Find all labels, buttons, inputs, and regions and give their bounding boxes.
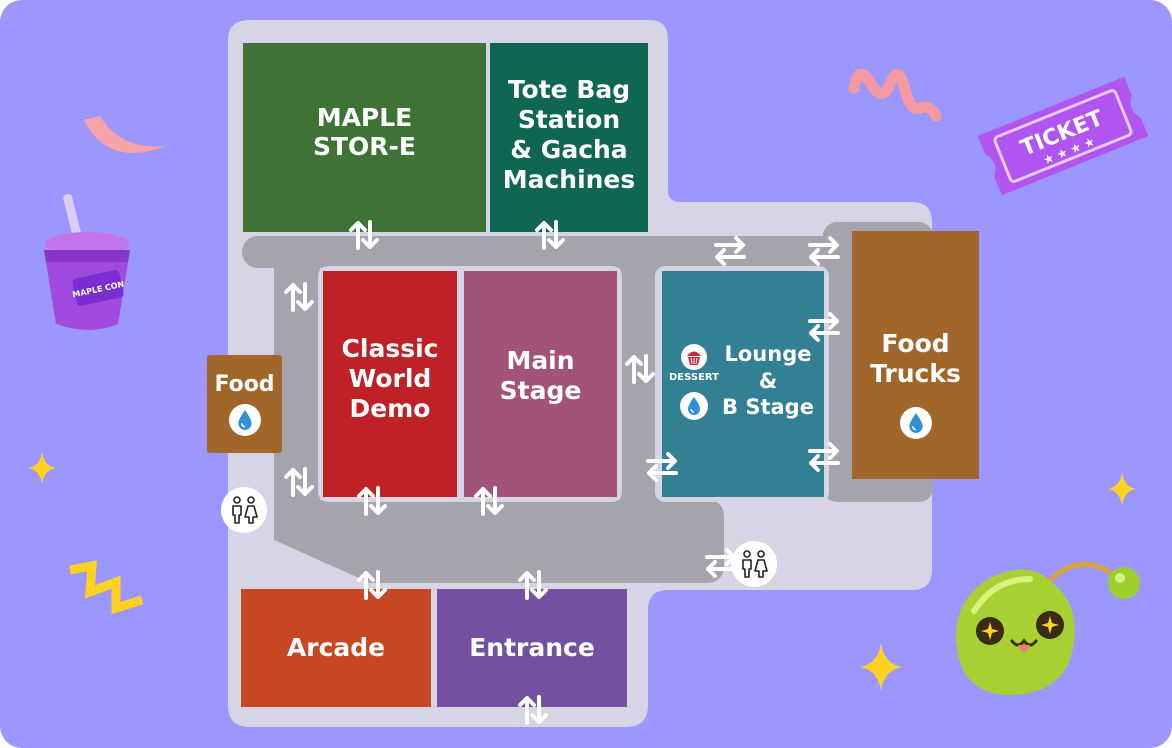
- restroom-icon: [221, 487, 267, 533]
- room-food[interactable]: Food: [207, 355, 282, 453]
- crescent-moon-decoration-icon: [84, 116, 166, 153]
- up-down-arrows-icon: [474, 486, 504, 516]
- restroom-icon: [731, 541, 777, 587]
- room-classic-world-demo[interactable]: Classic World Demo: [323, 271, 457, 497]
- room-main-stage-label: Main Stage: [499, 346, 582, 405]
- room-lounge-b-stage[interactable]: DESSERT Lounge & B Stage: [662, 271, 824, 497]
- arcade-label: Arcade: [286, 632, 386, 662]
- up-down-arrows-icon: [518, 695, 548, 725]
- room-arcade[interactable]: Arcade: [241, 589, 431, 707]
- room-food-trucks[interactable]: Food Trucks: [852, 231, 979, 479]
- lounge-ampersand: &: [758, 368, 778, 393]
- up-down-arrows-icon: [357, 570, 387, 600]
- sparkle-decoration-icon: [28, 452, 56, 484]
- left-right-arrows-icon: [808, 236, 840, 266]
- water-drop-icon: [680, 392, 708, 420]
- left-right-arrows-icon: [646, 452, 678, 482]
- room-classic-world-label: Classic World Demo: [341, 334, 439, 423]
- up-down-arrows-icon: [518, 570, 548, 600]
- water-drop-icon: [228, 403, 261, 436]
- room-tote-bag-label: Tote Bag Station & Gacha Machines: [502, 74, 636, 194]
- left-right-arrows-icon: [714, 236, 746, 266]
- corridor-middle: [620, 252, 660, 507]
- up-down-arrows-icon: [284, 467, 314, 497]
- dessert-label: DESSERT: [669, 372, 719, 383]
- green-slime-mascot-icon: [938, 545, 1146, 705]
- zigzag-decoration-icon: [69, 560, 144, 615]
- ticket-decoration-icon: TICKET ★ ★ ★ ★: [968, 52, 1158, 220]
- b-stage-label: B Stage: [722, 395, 814, 420]
- water-drop-icon: [899, 407, 932, 439]
- corridor-left: [274, 252, 320, 530]
- room-tote-bag-station[interactable]: Tote Bag Station & Gacha Machines: [490, 43, 648, 232]
- up-down-arrows-icon: [284, 282, 314, 312]
- up-down-arrows-icon: [535, 220, 565, 250]
- food-trucks-label: Food Trucks: [870, 329, 961, 388]
- entrance-label: Entrance: [469, 632, 595, 662]
- room-maple-store-label: MAPLE STOR-E: [312, 102, 416, 161]
- squiggle-decoration-icon: [848, 68, 942, 122]
- left-right-arrows-icon: [808, 312, 840, 342]
- up-down-arrows-icon: [357, 486, 387, 516]
- left-right-arrows-icon: [808, 442, 840, 472]
- corridor-top: [242, 236, 932, 268]
- food-label: Food: [214, 372, 275, 398]
- corridor-bottom: [274, 500, 724, 583]
- room-entrance[interactable]: Entrance: [437, 589, 627, 707]
- sparkle-decoration-icon: [1108, 472, 1136, 506]
- dessert-icon: [681, 344, 707, 370]
- up-down-arrows-icon: [625, 354, 655, 384]
- room-main-stage[interactable]: Main Stage: [464, 271, 617, 497]
- up-down-arrows-icon: [349, 220, 379, 250]
- drink-cup-decoration-icon: MAPLE CON: [30, 192, 134, 337]
- room-maple-store[interactable]: MAPLE STOR-E: [243, 43, 486, 232]
- lounge-label: Lounge: [724, 342, 812, 366]
- sparkle-decoration-icon: [860, 643, 902, 691]
